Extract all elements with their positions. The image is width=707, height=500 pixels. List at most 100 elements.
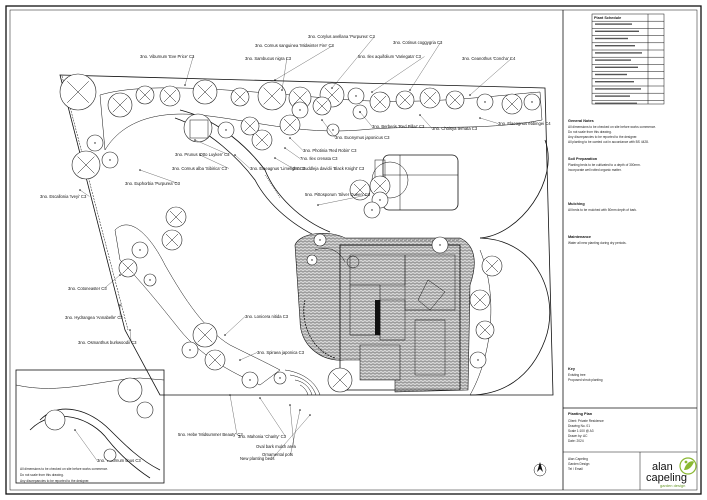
leader-dot	[274, 157, 276, 159]
tree-group	[59, 73, 541, 393]
title-line: Client: Private Residence	[568, 419, 604, 423]
leader-line	[274, 45, 333, 81]
tree-icon	[165, 206, 187, 228]
plant-label: Ornamental pots	[262, 452, 293, 457]
leader-dot	[119, 274, 121, 276]
tree-icon	[395, 90, 415, 110]
leader-dot	[229, 394, 231, 396]
leader-line	[359, 111, 373, 127]
plant-label: 3no. Ceanothus 'Concha' C4	[462, 56, 516, 61]
plant-label: 3no. Osmanthus burkwoodii C3	[78, 340, 137, 345]
leader-dot	[289, 137, 291, 139]
general-note-line: Any discrepancies to be reported to the …	[568, 135, 638, 139]
plant-label: 3no. Photinia 'Red Robin' C3	[303, 148, 357, 153]
tree-icon	[326, 123, 340, 137]
address-line: Garden Design	[568, 462, 590, 466]
mulch-note-line: All beds to be mulched with 50mm depth o…	[568, 208, 637, 212]
tree-icon	[240, 116, 260, 136]
title-line: Drawn by: AC	[568, 434, 588, 438]
tree-icon	[59, 73, 97, 111]
schedule-row-text	[595, 95, 630, 97]
tree-icon	[204, 349, 226, 371]
leader-line	[274, 157, 294, 169]
tree-icon	[431, 236, 449, 254]
leader-dot	[289, 404, 291, 406]
leader-line	[79, 189, 90, 197]
plant-label: 3no. Viburnum 'Eve Price' C3	[140, 54, 195, 59]
plant-label: 3no. Cornus sanguinea 'Midwinter Fire' C…	[255, 43, 335, 48]
plant-label: 5no. Ilex aquifolium 'Variegata' C3	[358, 54, 422, 59]
inset-note-2: Do not scale from this drawing.	[20, 473, 64, 477]
maintenance-note-line: Water all new planting during dry period…	[568, 241, 627, 245]
plant-label: New planting beds	[240, 456, 274, 461]
leader-dot	[359, 111, 361, 113]
leaf-logo-icon	[679, 457, 697, 475]
leader-line	[199, 154, 230, 169]
leader-line	[469, 58, 512, 96]
tree-icon	[251, 129, 273, 151]
leader-dot	[119, 304, 121, 306]
leader-line	[284, 147, 301, 159]
leader-dot	[274, 79, 276, 81]
title-line: Drawing No. 01	[568, 424, 590, 428]
soil-note-line: Incorporate well rotted organic matter.	[568, 168, 622, 172]
tree-icon	[469, 289, 491, 311]
plant-label: 3no. Prunus 'Otto Luyken' C3	[175, 152, 230, 157]
tree-icon	[347, 87, 365, 105]
schedule-row-text	[595, 81, 634, 83]
tree-icon	[279, 114, 301, 136]
drawing-title: Planting Plan	[568, 412, 593, 416]
leader-dot	[199, 154, 201, 156]
general-notes-heading: General Notes	[568, 119, 594, 123]
tree-icon	[217, 121, 235, 139]
tree-icon	[159, 85, 181, 107]
plant-label: 3no. Viburnum tinus C3	[97, 458, 141, 463]
steps	[284, 369, 321, 396]
leader-dot	[74, 429, 76, 431]
soil-heading: Soil Preparation	[568, 157, 598, 161]
leader-dot	[317, 204, 319, 206]
general-note-line: All dimensions to be checked on site bef…	[568, 125, 656, 129]
tree-icon	[501, 93, 523, 115]
drawing-frame	[9, 9, 698, 491]
plant-label: 5no. Pittosporum 'Silver Queen' C3	[305, 192, 371, 197]
leader-line	[259, 397, 286, 437]
leader-line	[409, 42, 441, 91]
title-block: Planting Plan Client: Private Residence …	[568, 412, 604, 471]
brand-logo: alan capeling garden design	[646, 457, 697, 488]
north-arrow-icon	[533, 462, 547, 477]
house-and-patio	[294, 232, 475, 393]
brand-name-bottom: capeling	[646, 472, 687, 484]
leader-line	[272, 414, 311, 459]
plant-label: 5no. Hebe 'Midsummer Beauty' C3	[178, 432, 243, 437]
tree-icon	[291, 101, 309, 119]
leader-dot	[479, 117, 481, 119]
plant-label: 3no. Corylus avellana 'Purpurea' C3	[308, 34, 375, 39]
leader-line	[239, 352, 258, 361]
plant-schedule-table: Plant Schedule	[591, 13, 665, 105]
plant-label: 3no. Cornus alba 'Sibirica' C3	[172, 166, 228, 171]
tree-icon	[192, 79, 218, 105]
schedule-row-text	[595, 59, 631, 61]
tree-icon	[118, 258, 138, 278]
tree-icon	[363, 201, 381, 219]
leader-dot	[194, 139, 196, 141]
brand-name-top: alan	[652, 461, 673, 473]
title-line: Scale 1:100 @ A3	[568, 429, 594, 433]
maintenance-heading: Maintenance	[568, 235, 591, 239]
inset-note-3: Any discrepancies to be reported to the …	[20, 479, 90, 483]
site-boundary	[59, 74, 554, 396]
plant-label: 3no. Hydrangea 'Annabelle' C3	[65, 315, 123, 320]
schedule-row-text	[595, 30, 639, 32]
leader-line	[317, 194, 370, 206]
tree-icon	[71, 150, 101, 180]
general-note-line: All planting to be carried out in accord…	[568, 140, 649, 144]
plant-label: 3no. Elaeagnus 'Limelight' C3	[250, 166, 306, 171]
sheet-border	[5, 5, 702, 495]
plant-label: 7no. Ilex crenata C3	[300, 156, 338, 161]
leader-line	[229, 394, 238, 435]
plant-label: 3no. Berberis 'Red Pillar' C3	[372, 124, 425, 129]
plant-label: 3no. Cotinus coggygria C3	[393, 40, 443, 45]
leader-line	[194, 139, 229, 155]
leader-dot	[139, 169, 141, 171]
